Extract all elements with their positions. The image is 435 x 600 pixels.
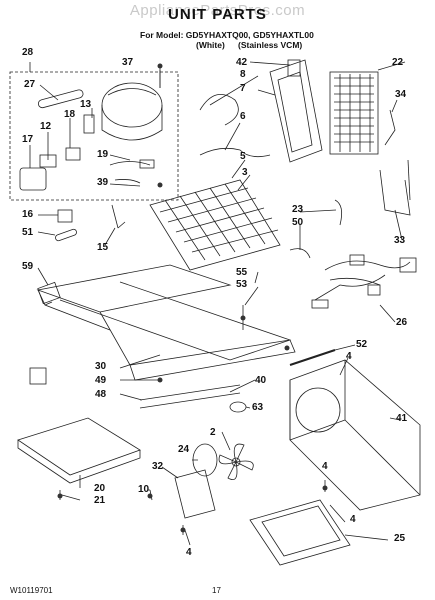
callout-30: 30 xyxy=(95,361,107,372)
condenser xyxy=(329,71,379,155)
callout-42: 42 xyxy=(236,57,248,68)
callout-4d: 4 xyxy=(322,461,328,472)
callout-26: 26 xyxy=(396,317,408,328)
callout-21: 21 xyxy=(94,495,106,506)
callout-3: 3 xyxy=(242,167,248,178)
fan-blade xyxy=(218,443,254,481)
callout-34: 34 xyxy=(395,89,407,100)
relay xyxy=(19,167,47,191)
base-frame xyxy=(36,264,296,381)
callout-19: 19 xyxy=(97,149,109,160)
drain-pan-25 xyxy=(249,499,351,566)
page-number: 17 xyxy=(212,586,221,595)
callout-18: 18 xyxy=(64,109,76,120)
model-line: For Model: GD5YHAXTQ00, GD5YHAXTL00 xyxy=(140,30,314,40)
callout-17: 17 xyxy=(22,134,34,145)
callout-15: 15 xyxy=(97,242,109,253)
callout-7: 7 xyxy=(240,83,246,94)
callout-23: 23 xyxy=(292,204,304,215)
capacitor xyxy=(37,89,84,109)
doc-number: W10119701 xyxy=(10,586,53,595)
callout-10: 10 xyxy=(138,484,150,495)
callout-52: 52 xyxy=(356,339,368,350)
drain-pan-20 xyxy=(17,417,141,476)
callout-5: 5 xyxy=(240,151,246,162)
tubing-6 xyxy=(199,147,271,158)
callout-63: 63 xyxy=(252,402,264,413)
callout-4c: 4 xyxy=(186,547,192,558)
evaporator-frame xyxy=(269,59,323,163)
callout-8: 8 xyxy=(240,69,246,80)
callout-39: 39 xyxy=(97,177,109,188)
callout-37: 37 xyxy=(122,57,134,68)
compressor xyxy=(101,82,163,128)
compressor-group-box xyxy=(9,71,179,201)
callout-12: 12 xyxy=(40,121,52,132)
callout-53: 53 xyxy=(236,279,248,290)
wire-harness xyxy=(314,260,411,301)
variant-stainless: (Stainless VCM) xyxy=(238,40,303,50)
cover xyxy=(65,147,81,161)
callout-16: 16 xyxy=(22,209,34,220)
callout-59: 59 xyxy=(22,261,34,272)
watermark: AppliancePartsPros.com xyxy=(129,2,306,19)
callout-2: 2 xyxy=(210,427,216,438)
callout-20: 20 xyxy=(94,483,106,494)
callout-32: 32 xyxy=(152,461,164,472)
condenser-coil xyxy=(149,179,281,271)
callout-4b: 4 xyxy=(350,514,356,525)
callout-51: 51 xyxy=(22,227,34,238)
callout-33: 33 xyxy=(394,235,406,246)
callout-4a: 4 xyxy=(346,351,352,362)
fan-shroud xyxy=(289,359,421,511)
callout-25: 25 xyxy=(394,533,406,544)
page-title: UNIT PARTS xyxy=(168,6,267,23)
callout-22: 22 xyxy=(392,57,404,68)
callout-28: 28 xyxy=(22,47,34,58)
callout-40: 40 xyxy=(255,375,267,386)
callout-41: 41 xyxy=(396,413,408,424)
callout-27: 27 xyxy=(24,79,36,90)
grommet xyxy=(57,209,73,223)
callout-55: 55 xyxy=(236,267,248,278)
variant-white: (White) xyxy=(196,40,225,50)
pad xyxy=(29,367,47,385)
callout-50: 50 xyxy=(292,217,304,228)
callout-24: 24 xyxy=(178,444,190,455)
callout-48: 48 xyxy=(95,389,107,400)
callout-49: 49 xyxy=(95,375,107,386)
callout-13: 13 xyxy=(80,99,92,110)
callout-6: 6 xyxy=(240,111,246,122)
heater xyxy=(55,228,77,242)
tubing-8 xyxy=(199,93,239,126)
relay-part xyxy=(83,114,95,134)
